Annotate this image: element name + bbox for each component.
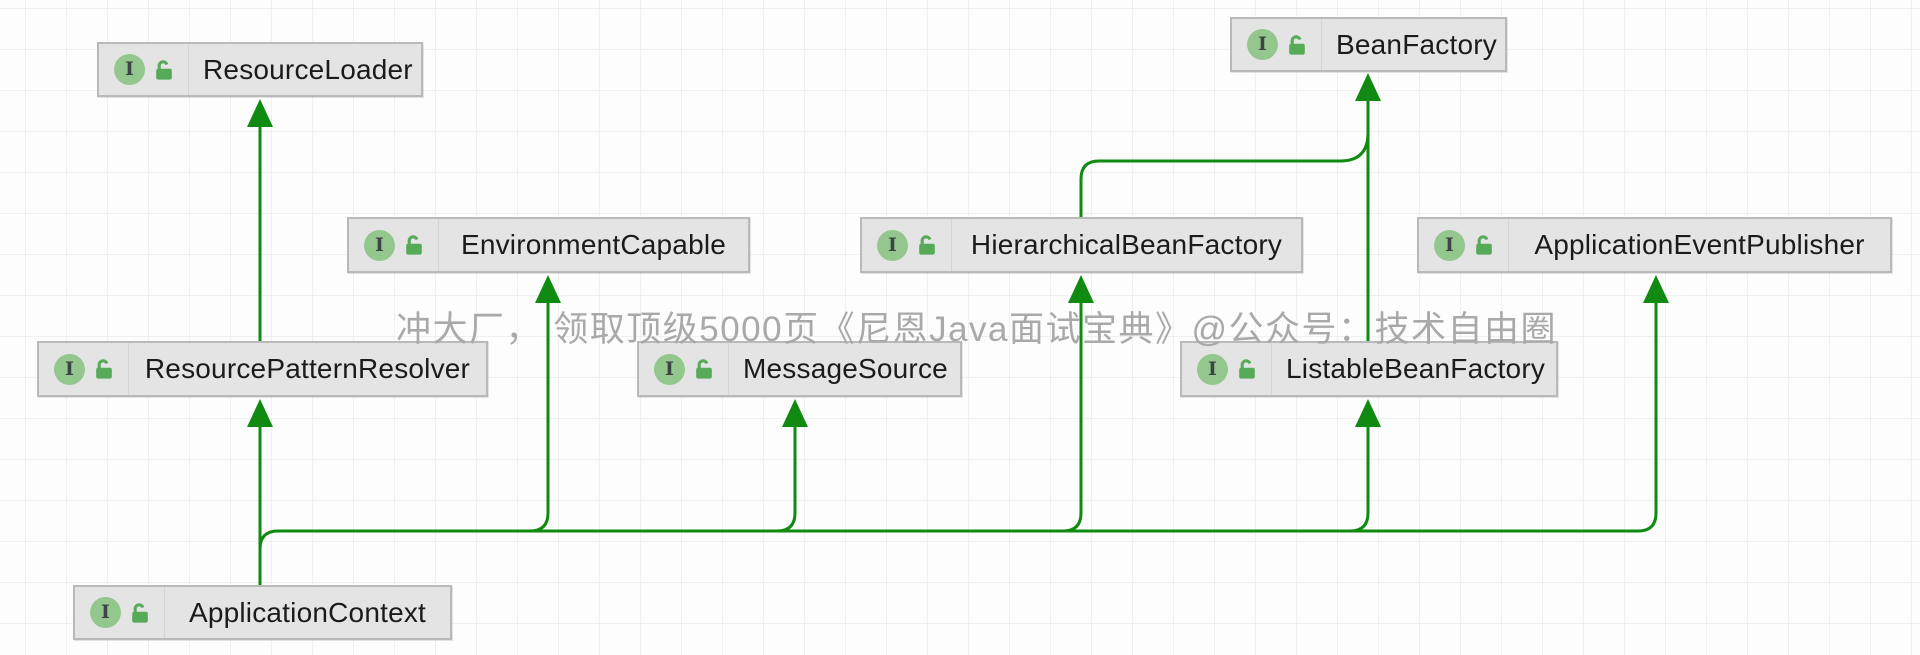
edge-ApplicationContext-ApplicationEventPublisher: [258, 303, 1658, 550]
node-HierarchicalBeanFactory[interactable]: I HierarchicalBeanFactory: [860, 217, 1303, 273]
interface-icon: I: [114, 54, 145, 85]
node-MessageSource[interactable]: I MessageSource: [637, 341, 962, 397]
node-BeanFactory[interactable]: I BeanFactory: [1230, 17, 1507, 72]
public-unlocked-lock-icon: [1235, 357, 1259, 381]
public-unlocked-lock-icon: [692, 357, 716, 381]
node-label: EnvironmentCapable: [460, 229, 727, 260]
public-unlocked-lock-icon: [1285, 33, 1309, 57]
interface-icon: I: [364, 229, 395, 261]
edge-ApplicationContext-ListableBeanFactory: [1349, 427, 1370, 533]
node-ListableBeanFactory[interactable]: I ListableBeanFactory: [1180, 341, 1558, 397]
node-ApplicationEventPublisher[interactable]: I ApplicationEventPublisher: [1417, 217, 1892, 273]
arrowhead-HierarchicalBeanFactory: [1068, 275, 1094, 303]
edge-ApplicationContext-HierarchicalBeanFactory: [1062, 303, 1083, 533]
interface-icon: I: [877, 229, 908, 261]
node-icon-area: I: [639, 343, 729, 395]
node-icon-area: I: [39, 343, 129, 395]
arrowhead-BeanFactory: [1355, 73, 1381, 101]
node-label: HierarchicalBeanFactory: [970, 229, 1283, 260]
arrowhead-ResourceLoader: [247, 99, 273, 127]
edge-ApplicationContext-EnvironmentCapable: [529, 303, 550, 533]
node-label: MessageSource: [743, 353, 948, 384]
public-unlocked-lock-icon: [402, 233, 426, 257]
node-label: ResourceLoader: [203, 53, 413, 85]
node-label: ListableBeanFactory: [1286, 353, 1546, 384]
public-unlocked-lock-icon: [128, 601, 152, 625]
arrowhead-ResourcePatternResolver: [247, 399, 273, 427]
interface-icon: I: [1197, 353, 1228, 385]
node-EnvironmentCapable[interactable]: I EnvironmentCapable: [347, 217, 750, 273]
public-unlocked-lock-icon: [92, 357, 116, 381]
interface-icon: I: [654, 353, 685, 385]
interface-icon: I: [1247, 29, 1278, 60]
node-label: ResourcePatternResolver: [144, 353, 471, 384]
node-icon-area: I: [1182, 343, 1272, 395]
public-unlocked-lock-icon: [1472, 233, 1496, 257]
arrowhead-MessageSource: [782, 399, 808, 427]
node-label: ApplicationEventPublisher: [1534, 229, 1865, 260]
interface-icon: I: [54, 353, 85, 385]
node-icon-area: I: [1419, 219, 1509, 271]
node-ApplicationContext[interactable]: I ApplicationContext: [73, 585, 452, 640]
node-icon-area: I: [99, 44, 189, 95]
interface-icon: I: [90, 597, 121, 628]
node-label: BeanFactory: [1336, 28, 1497, 60]
edge-HierarchicalBeanFactory-BeanFactory: [1079, 132, 1370, 217]
node-icon-area: I: [75, 587, 165, 638]
node-label: ApplicationContext: [188, 596, 427, 628]
arrowhead-ApplicationEventPublisher: [1643, 275, 1669, 303]
public-unlocked-lock-icon: [152, 58, 176, 82]
node-ResourceLoader[interactable]: I ResourceLoader: [97, 42, 423, 97]
arrowhead-ListableBeanFactory: [1355, 399, 1381, 427]
node-ResourcePatternResolver[interactable]: I ResourcePatternResolver: [37, 341, 488, 397]
arrowhead-EnvironmentCapable: [535, 275, 561, 303]
node-icon-area: I: [862, 219, 952, 271]
interface-icon: I: [1434, 229, 1465, 261]
node-icon-area: I: [1232, 19, 1322, 70]
node-icon-area: I: [349, 219, 439, 271]
public-unlocked-lock-icon: [915, 233, 939, 257]
edge-ApplicationContext-MessageSource: [776, 427, 797, 533]
